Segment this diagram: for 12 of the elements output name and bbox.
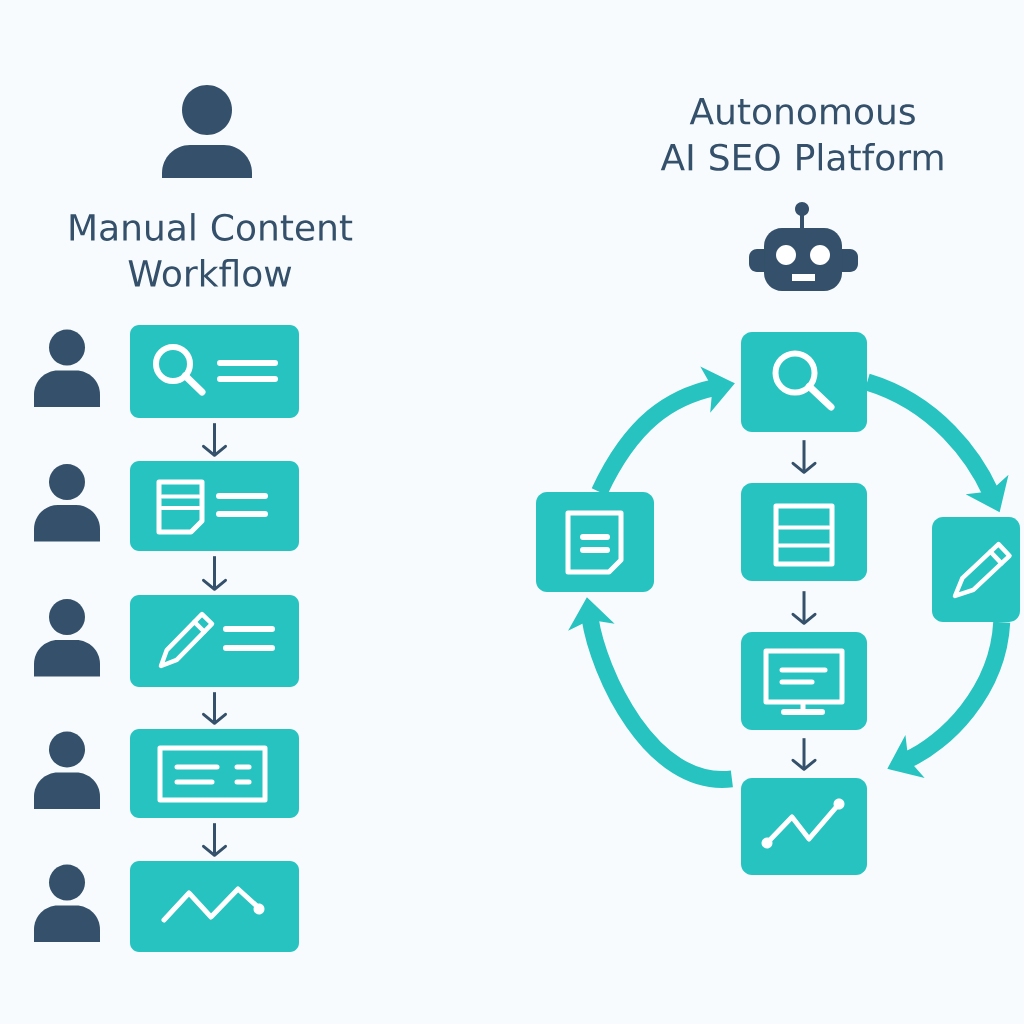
arrow <box>791 738 817 771</box>
step-box <box>741 778 867 875</box>
arrow <box>202 423 227 457</box>
arrow <box>202 823 227 857</box>
heading: Manual Content Workflow <box>70 213 353 287</box>
arrow <box>791 440 817 474</box>
heading: Autonomous AI SEO Platform <box>660 98 943 171</box>
step-box <box>741 332 867 432</box>
step-box <box>130 861 299 952</box>
arrow <box>202 692 227 725</box>
arrow <box>791 591 817 625</box>
arrow <box>202 556 227 591</box>
